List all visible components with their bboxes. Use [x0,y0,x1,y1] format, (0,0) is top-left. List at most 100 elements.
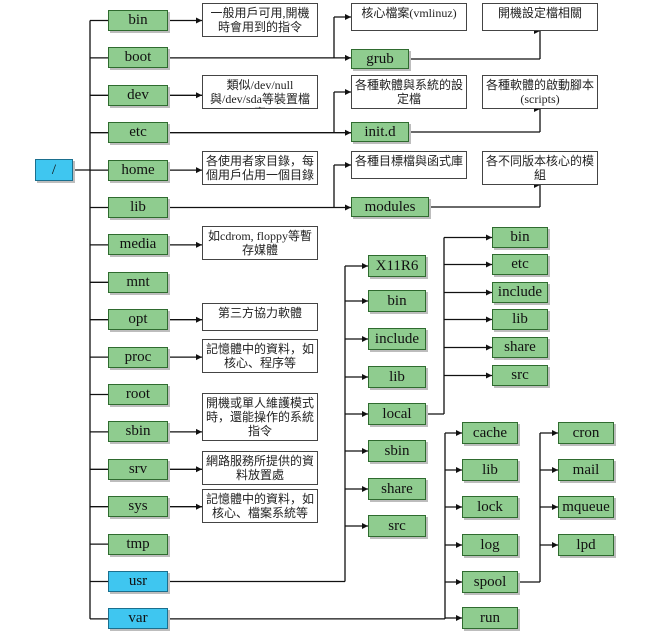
dir-init-d: init.d [351,122,409,142]
dir-tmp: tmp [108,533,168,555]
local-child-share: share [492,337,548,358]
note-grub: 開機設定檔相關 [482,3,598,31]
arrow-head [196,466,202,473]
arrow-head [456,579,462,585]
arrow-head [552,504,558,510]
dir-root: root [108,384,168,405]
arrow-head [552,542,558,548]
arrow-head [456,467,462,473]
arrow-head [362,298,368,304]
note-srv: 網路服務所提供的資料放置處 [202,451,318,485]
dir-grub: grub [351,49,409,69]
note-boot-kernel: 核心檔案(vmlinuz) [351,3,467,31]
spool-child-lpd: lpd [558,534,614,556]
arrow-head [486,234,492,241]
arrow-head [456,615,462,621]
arrow-head [486,316,492,323]
arrow-head [486,261,492,268]
arrow-head [362,523,368,529]
note-modules: 各不同版本核心的模組 [482,151,598,185]
arrow-head [456,542,462,548]
dir-boot: boot [108,47,168,69]
usr-child-sbin: sbin [368,440,426,462]
note-dev: 類似/dev/null與/dev/sda等裝置檔案 [202,75,318,109]
arrow-head [362,336,368,342]
spool-child-mail: mail [558,459,614,481]
spool-child-cron: cron [558,422,614,444]
var-child-log: log [462,534,518,556]
dir-bin: bin [108,10,168,31]
arrow-head [345,129,351,136]
arrow-head [196,241,202,248]
arrow-head [345,14,351,20]
usr-child-local: local [368,403,426,425]
dir-dev: dev [108,84,168,106]
local-child-src: src [492,365,548,386]
arrow-head [362,374,368,380]
note-etc-config: 各種軟體與系統的設定檔 [351,75,467,109]
var-child-run: run [462,607,518,629]
arrow-head [362,486,368,492]
arrow-head [196,428,202,435]
arrow-head [362,263,368,269]
dir-sys: sys [108,496,168,518]
dir-home: home [108,159,168,181]
note-sbin: 開機或單人維護模式時，還能操作的系統指令 [202,393,318,441]
arrow-head [196,92,202,99]
usr-child-bin: bin [368,290,426,312]
var-child-lock: lock [462,496,518,518]
usr-child-share: share [368,478,426,500]
usr-child-lib: lib [368,366,426,388]
dir-sbin: sbin [108,421,168,443]
var-child-cache: cache [462,422,518,444]
usr-child-x11r6: X11R6 [368,255,426,277]
arrow-head [196,316,202,323]
arrow-head [456,430,462,436]
note-opt: 第三方協力軟體 [202,303,318,331]
dir-lib: lib [108,197,168,218]
dir-modules: modules [351,197,429,217]
arrow-head [362,411,368,417]
note-home: 各使用者家目錄，每個用戶佔用一個目錄 [202,151,318,185]
arrow-head [345,89,351,95]
arrow-head [196,503,202,510]
note-lib-func: 各種目標檔與函式庫 [351,151,467,179]
note-bin: 一般用戶可用,開機時會用到的指令 [202,3,318,37]
note-init-d: 各種軟體的啟動腳本(scripts) [482,75,598,109]
arrow-head [362,448,368,454]
dir-proc: proc [108,346,168,368]
note-media: 如cdrom, floppy等暫存媒體 [202,226,318,260]
dir-media: media [108,234,168,256]
note-sys: 記憶體中的資料，如核心、檔案系統等 [202,489,318,523]
arrow-head [345,162,351,168]
var-child-spool: spool [462,571,518,593]
dir-var: var [108,608,168,630]
spool-child-mqueue: mqueue [558,496,614,518]
dir-mnt: mnt [108,271,168,293]
arrow-head [486,344,492,351]
arrow-head [552,467,558,473]
arrow-head [345,204,351,211]
arrow-head [456,504,462,510]
arrow-head [552,430,558,436]
root-dir: / [35,159,73,181]
arrow-head [486,372,492,379]
note-proc: 記憶體中的資料，如核心、程序等 [202,339,318,373]
local-child-include: include [492,282,548,303]
arrow-head [486,289,492,296]
local-child-bin: bin [492,227,548,248]
local-child-lib: lib [492,309,548,330]
local-child-etc: etc [492,254,548,275]
dir-srv: srv [108,458,168,480]
dir-usr: usr [108,571,168,592]
dir-opt: opt [108,309,168,331]
var-child-lib: lib [462,459,518,481]
dir-etc: etc [108,122,168,144]
arrow-head [196,17,202,24]
arrow-head [196,167,202,174]
arrow-head [345,54,351,61]
arrow-head [196,354,202,361]
usr-child-include: include [368,328,426,350]
usr-child-src: src [368,515,426,537]
